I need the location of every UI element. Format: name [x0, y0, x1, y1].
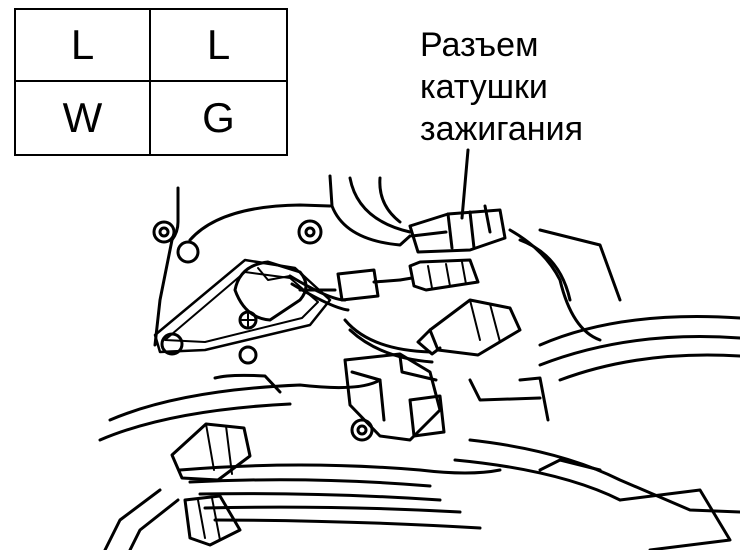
pin-cell-r1c1: L [16, 10, 151, 82]
bolt-7 [350, 418, 374, 442]
pin-cell-r1c2: L [151, 10, 286, 82]
coil-connector-lower [408, 258, 480, 292]
callout-line-2: катушки [420, 68, 548, 106]
right-connector [428, 298, 522, 357]
callout-leader-line [460, 148, 470, 220]
engine-cover-outline [153, 186, 180, 347]
lower-housing [108, 378, 382, 422]
right-lower-box [618, 488, 732, 550]
right-harness [508, 228, 602, 342]
callout-label: Разъем катушки зажигания [420, 24, 583, 150]
bolt-2 [176, 240, 200, 264]
pin-table: L L W G [14, 8, 288, 156]
pin-cell-r2c1: W [16, 82, 151, 154]
bracket-tab [408, 394, 446, 438]
bolt-3 [297, 219, 323, 245]
coil-block [343, 352, 442, 442]
lower-mid-connector [183, 494, 242, 547]
pin-cell-r2c2: G [202, 94, 235, 141]
rear-housing [328, 174, 412, 247]
cover-curve [188, 203, 332, 242]
right-pipe [538, 315, 740, 347]
bolt-1 [152, 220, 176, 244]
bolt-6 [238, 345, 258, 365]
small-connector [336, 268, 380, 302]
bolt-4 [160, 332, 184, 356]
callout-line-1: Разъем [420, 26, 539, 64]
callout-line-3: зажигания [420, 110, 583, 148]
